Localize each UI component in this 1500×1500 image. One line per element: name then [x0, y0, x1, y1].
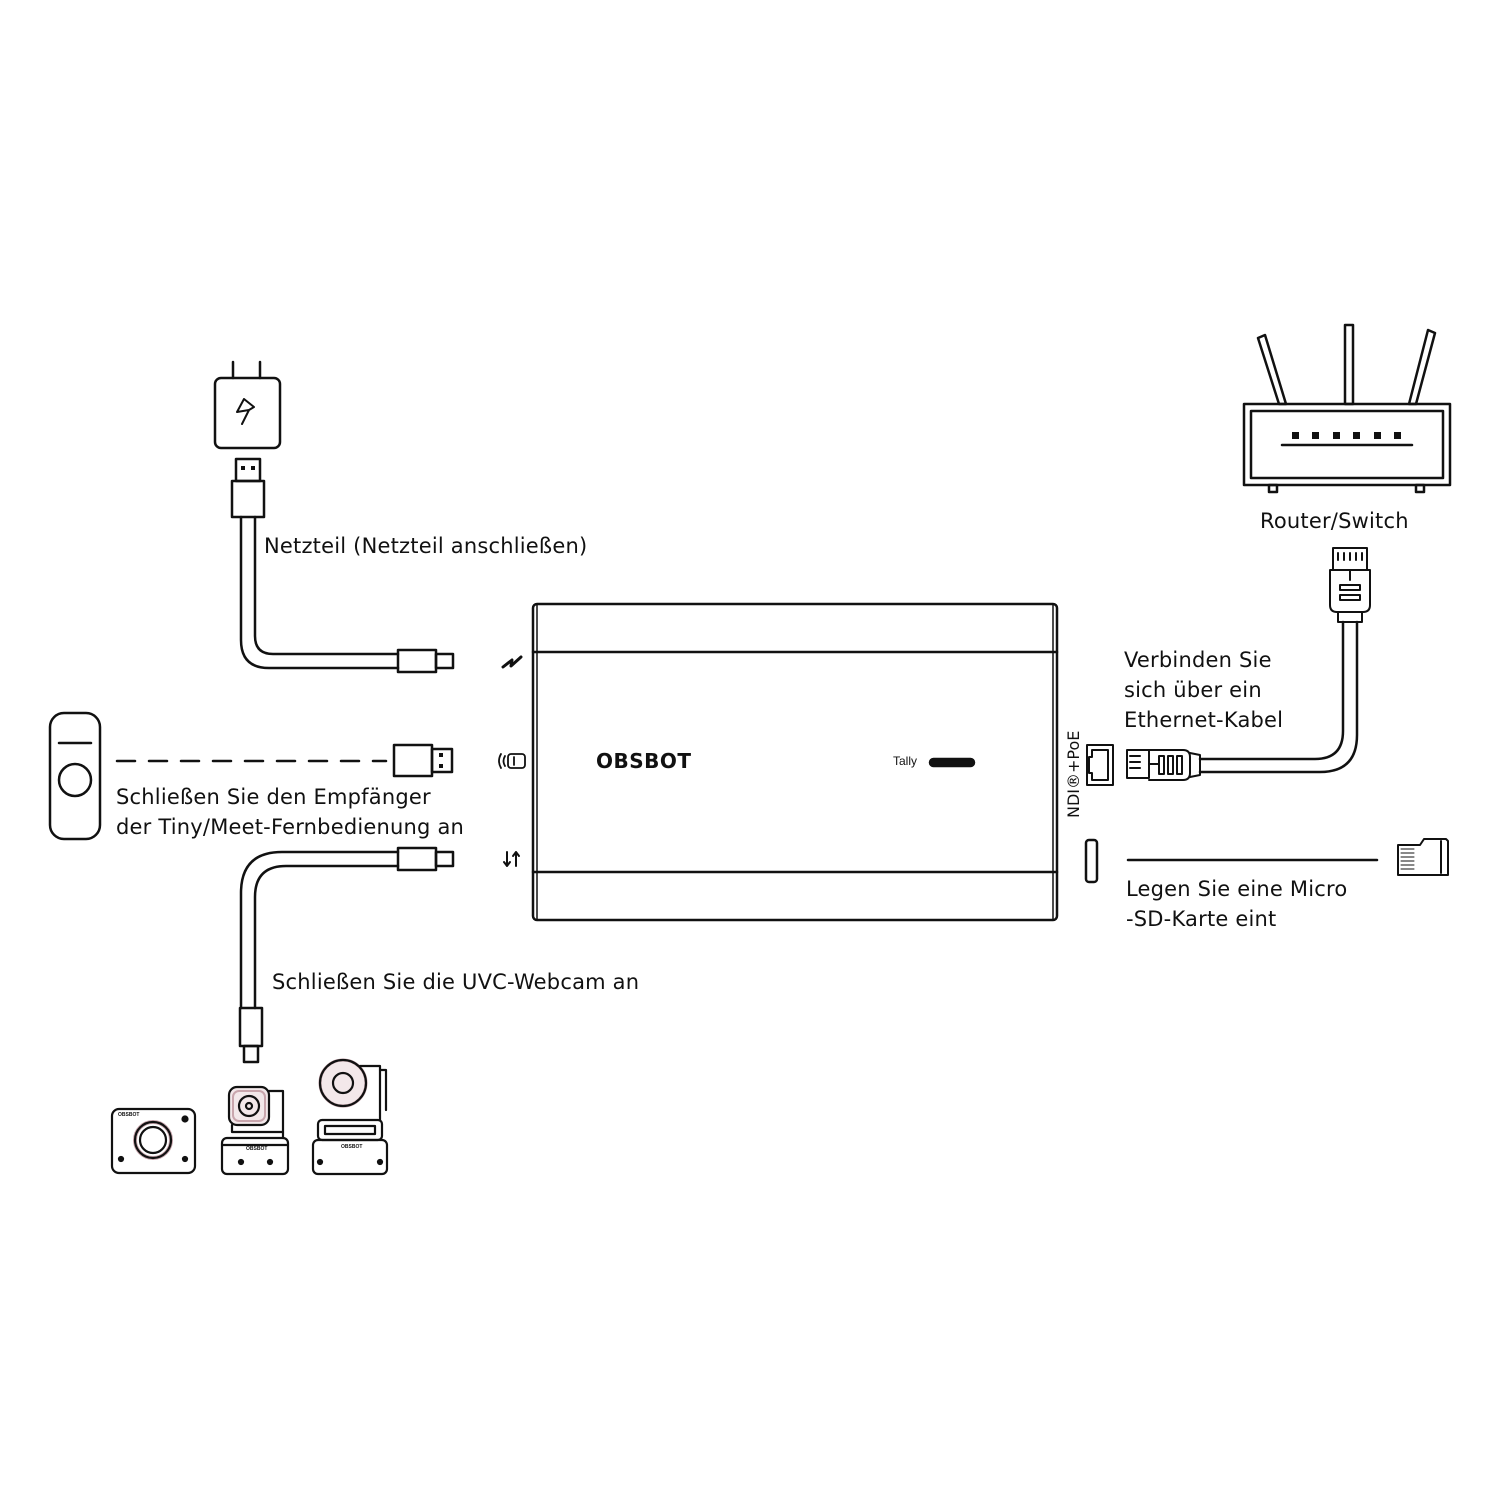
webcam-label: Schließen Sie die UVC-Webcam an	[272, 970, 640, 994]
webcam-tiny-brand: OBSBOT	[246, 1146, 268, 1152]
webcam-tail-brand: OBSBOT	[341, 1144, 363, 1150]
sd-card-label-line1: Legen Sie eine Micro	[1126, 877, 1348, 901]
device-brand-logo: OBSBOT	[596, 749, 692, 773]
remote-receiver-label-line2: der Tiny/Meet-Fernbedienung an	[116, 815, 465, 839]
power-cable	[239, 515, 400, 670]
ethernet-cable	[1198, 620, 1359, 774]
tally-led	[928, 757, 976, 768]
router-icon	[1242, 323, 1452, 494]
usb-data-port-icon	[503, 851, 520, 867]
micro-sd-card-icon	[1397, 838, 1449, 876]
power-supply-label: Netzteil (Netzteil anschließen)	[264, 534, 588, 558]
sd-card-label-line2: -SD-Karte eint	[1126, 907, 1277, 931]
power-port-icon	[501, 655, 523, 669]
obsbot-device	[531, 602, 1059, 922]
usb-receiver-icon	[392, 743, 454, 778]
ethernet-plug-router-icon	[1329, 547, 1371, 623]
ethernet-label-line2: sich über ein	[1124, 678, 1262, 702]
power-adapter-icon	[213, 360, 282, 450]
tally-label: Tally	[893, 754, 918, 768]
ethernet-port-icon	[1086, 744, 1114, 786]
ethernet-plug-icon	[1126, 749, 1201, 781]
usb-a-plug-icon	[230, 457, 266, 519]
webcam-tail-icon	[311, 1058, 389, 1176]
webcam-cable	[239, 850, 400, 1010]
usb-c-plug-power-icon	[396, 648, 455, 674]
router-label: Router/Switch	[1260, 509, 1409, 533]
sd-card-slot-icon	[1084, 838, 1099, 884]
remote-control-icon	[48, 711, 102, 841]
usb-c-plug-webcam-icon	[238, 846, 455, 1064]
ethernet-label-line3: Ethernet-Kabel	[1124, 708, 1284, 732]
ndi-poe-port-label: NDI®+PoE	[1064, 730, 1083, 818]
webcam-tiny-icon	[220, 1085, 290, 1176]
webcam-meet-icon	[110, 1107, 197, 1175]
webcam-meet-brand: OBSBOT	[118, 1112, 140, 1118]
remote-receiver-label-line1: Schließen Sie den Empfänger	[116, 785, 431, 809]
ethernet-label-line1: Verbinden Sie	[1124, 648, 1272, 672]
receiver-port-icon	[498, 753, 526, 769]
